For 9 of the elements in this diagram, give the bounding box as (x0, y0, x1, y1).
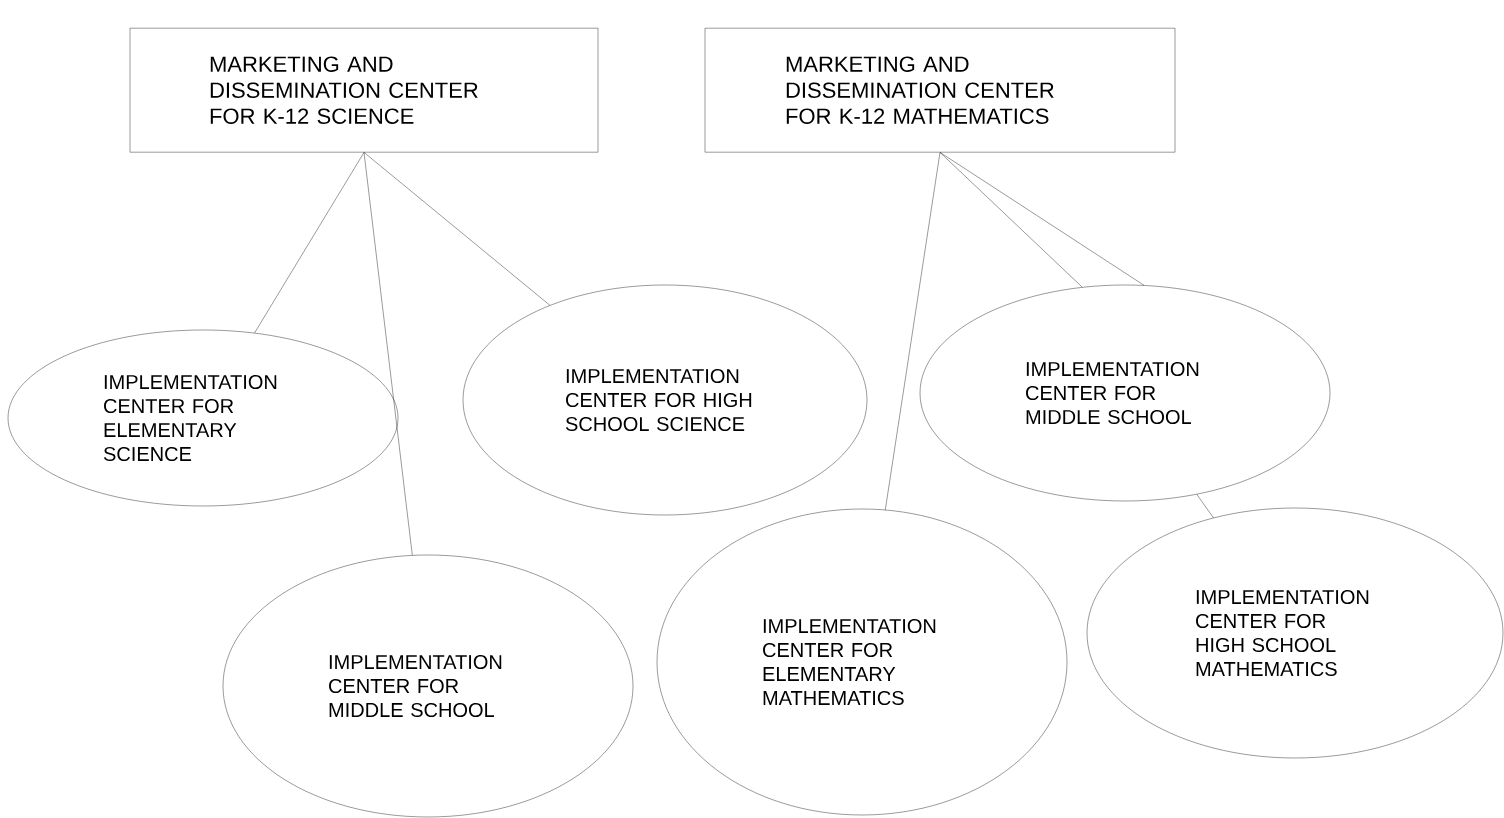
connector-line (1196, 494, 1214, 518)
center-box: MARKETING AND DISSEMINATION CENTER FOR K-12 SCIENCE (129, 28, 599, 153)
center-box: MARKETING AND DISSEMINATION CENTER FOR K-12 MATHEMATICS (704, 28, 1176, 153)
connector-line (939, 152, 1145, 286)
connector-line (885, 152, 941, 510)
connector-line (363, 152, 413, 556)
connector-line (363, 152, 551, 306)
connector-line (254, 152, 365, 334)
connector-line (939, 152, 1083, 288)
